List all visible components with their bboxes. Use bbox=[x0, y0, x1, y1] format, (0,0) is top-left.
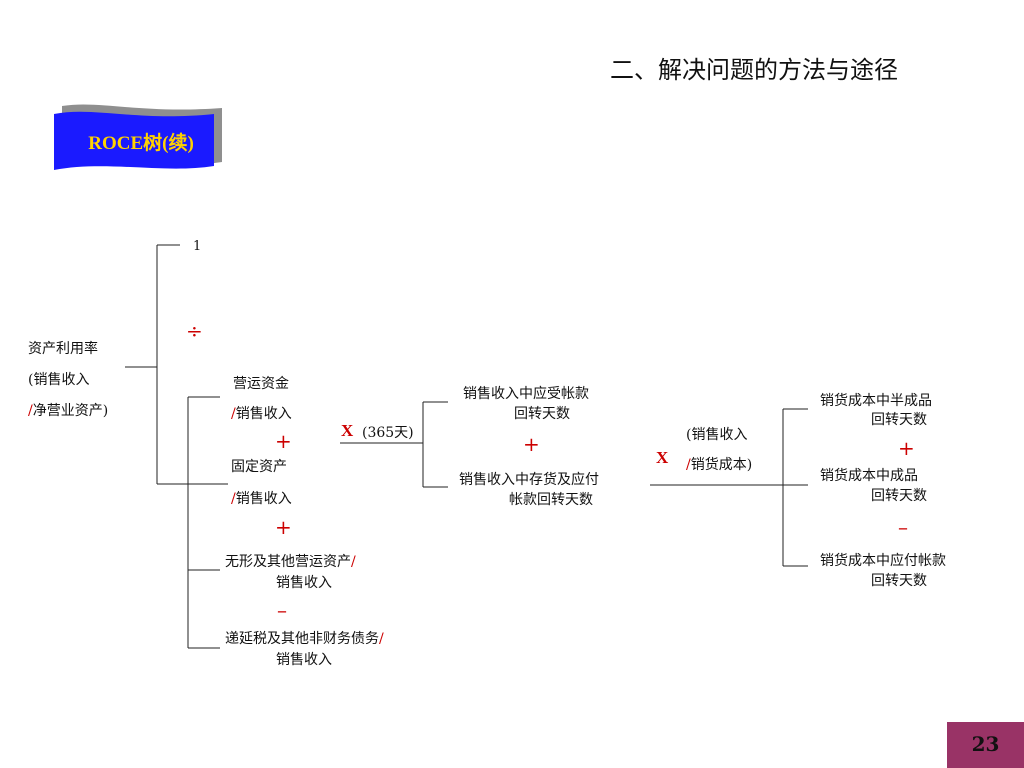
page-number: 23 bbox=[971, 732, 1000, 756]
deferred-node-line1: 递延税及其他非财务债务/ bbox=[225, 631, 384, 647]
fg-node-line2: 回转天数 bbox=[871, 488, 927, 504]
page-number-box bbox=[947, 722, 1024, 768]
plus-operator: + bbox=[275, 429, 292, 453]
minus-operator: – bbox=[277, 598, 287, 622]
ar-node-line1: 销售收入中应受帐款 bbox=[463, 386, 589, 402]
banner-flag-shape bbox=[54, 104, 222, 170]
fg-node-line1: 销货成本中成品 bbox=[820, 468, 918, 484]
ar-node-line2: 回转天数 bbox=[514, 406, 570, 422]
root-node-line1: 资产利用率 bbox=[28, 341, 98, 357]
plus-operator: + bbox=[275, 515, 292, 539]
root-node-line3: /净营业资产) bbox=[28, 403, 109, 419]
section-banner bbox=[50, 100, 225, 172]
deferred-node-line2: 销售收入 bbox=[276, 652, 332, 668]
multiply-operator: X bbox=[341, 421, 354, 440]
plus-operator: + bbox=[523, 432, 540, 456]
numerator-value: 1 bbox=[193, 239, 202, 254]
days-365-label: (365天) bbox=[362, 425, 414, 441]
fa-node-line1: 固定资产 bbox=[231, 459, 287, 475]
wip-node-line2: 回转天数 bbox=[871, 412, 927, 428]
page-title: 二、解决问题的方法与途径 bbox=[610, 56, 898, 84]
plus-operator: + bbox=[898, 436, 915, 460]
inv-ap-node-line2: 帐款回转天数 bbox=[509, 492, 593, 508]
banner-label: ROCE树(续) bbox=[88, 133, 194, 154]
intangible-node-line1: 无形及其他营运资产/ bbox=[225, 554, 356, 570]
ap-node-line1: 销货成本中应付帐款 bbox=[820, 553, 946, 569]
ap-node-line2: 回转天数 bbox=[871, 573, 927, 589]
wc-node-line2: /销售收入 bbox=[231, 406, 292, 422]
root-node-line2: (销售收入 bbox=[28, 372, 90, 388]
divide-operator: ÷ bbox=[186, 319, 203, 343]
ratio-line2: /销货成本) bbox=[686, 457, 753, 473]
fa-node-line2: /销售收入 bbox=[231, 491, 292, 507]
wc-node-line1: 营运资金 bbox=[233, 376, 289, 392]
intangible-node-line2: 销售收入 bbox=[276, 575, 332, 591]
inv-ap-node-line1: 销售收入中存货及应付 bbox=[459, 472, 599, 488]
minus-operator: – bbox=[898, 515, 908, 539]
wip-node-line1: 销货成本中半成品 bbox=[820, 393, 932, 409]
ratio-line1: (销售收入 bbox=[686, 427, 748, 443]
multiply-operator: X bbox=[656, 448, 669, 467]
